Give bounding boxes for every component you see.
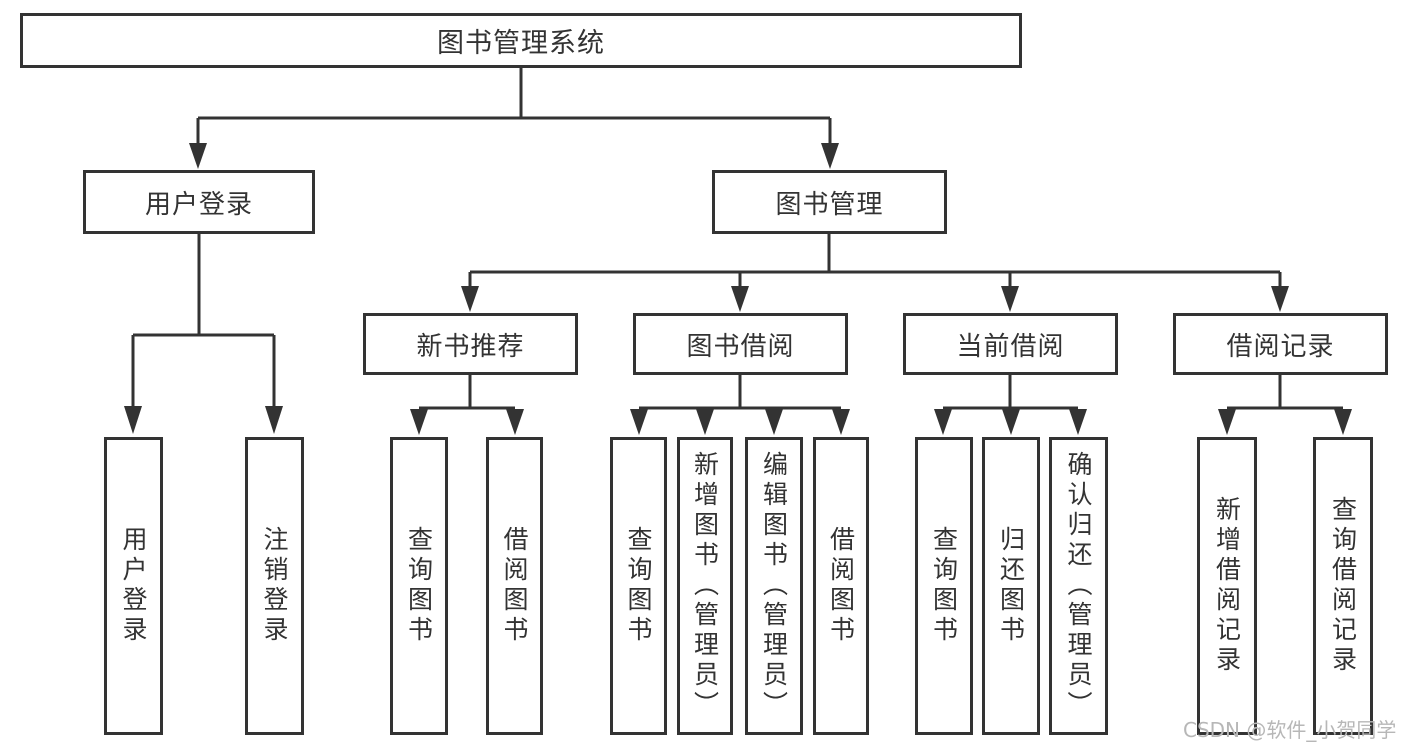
node-book-borrow: 图书借阅 xyxy=(633,313,848,375)
leaf-query-books-recommend: 查询图书 xyxy=(390,437,448,735)
leaf-edit-books-admin: 编辑图书（管理员） xyxy=(745,437,803,735)
leaf-return-books: 归还图书 xyxy=(982,437,1040,735)
leaf-add-borrow-record: 新增借阅记录 xyxy=(1197,437,1257,735)
node-new-book-recommend: 新书推荐 xyxy=(363,313,578,375)
node-user-login: 用户登录 xyxy=(83,170,315,234)
leaf-confirm-return-admin: 确认归还（管理员） xyxy=(1049,437,1108,735)
leaf-logout: 注销登录 xyxy=(245,437,304,735)
node-borrow-records: 借阅记录 xyxy=(1173,313,1388,375)
leaf-add-books-admin: 新增图书（管理员） xyxy=(677,437,733,735)
csdn-watermark: CSDN @软件_小贺同学 xyxy=(1183,718,1397,742)
leaf-borrow-books: 借阅图书 xyxy=(813,437,869,735)
leaf-query-books-current: 查询图书 xyxy=(915,437,973,735)
leaf-query-books-borrow: 查询图书 xyxy=(610,437,667,735)
node-root-library-system: 图书管理系统 xyxy=(20,13,1022,68)
node-current-borrow: 当前借阅 xyxy=(903,313,1118,375)
node-book-management: 图书管理 xyxy=(712,170,947,234)
leaf-user-login: 用户登录 xyxy=(104,437,163,735)
leaf-borrow-books-recommend: 借阅图书 xyxy=(486,437,543,735)
leaf-query-borrow-record: 查询借阅记录 xyxy=(1313,437,1373,735)
